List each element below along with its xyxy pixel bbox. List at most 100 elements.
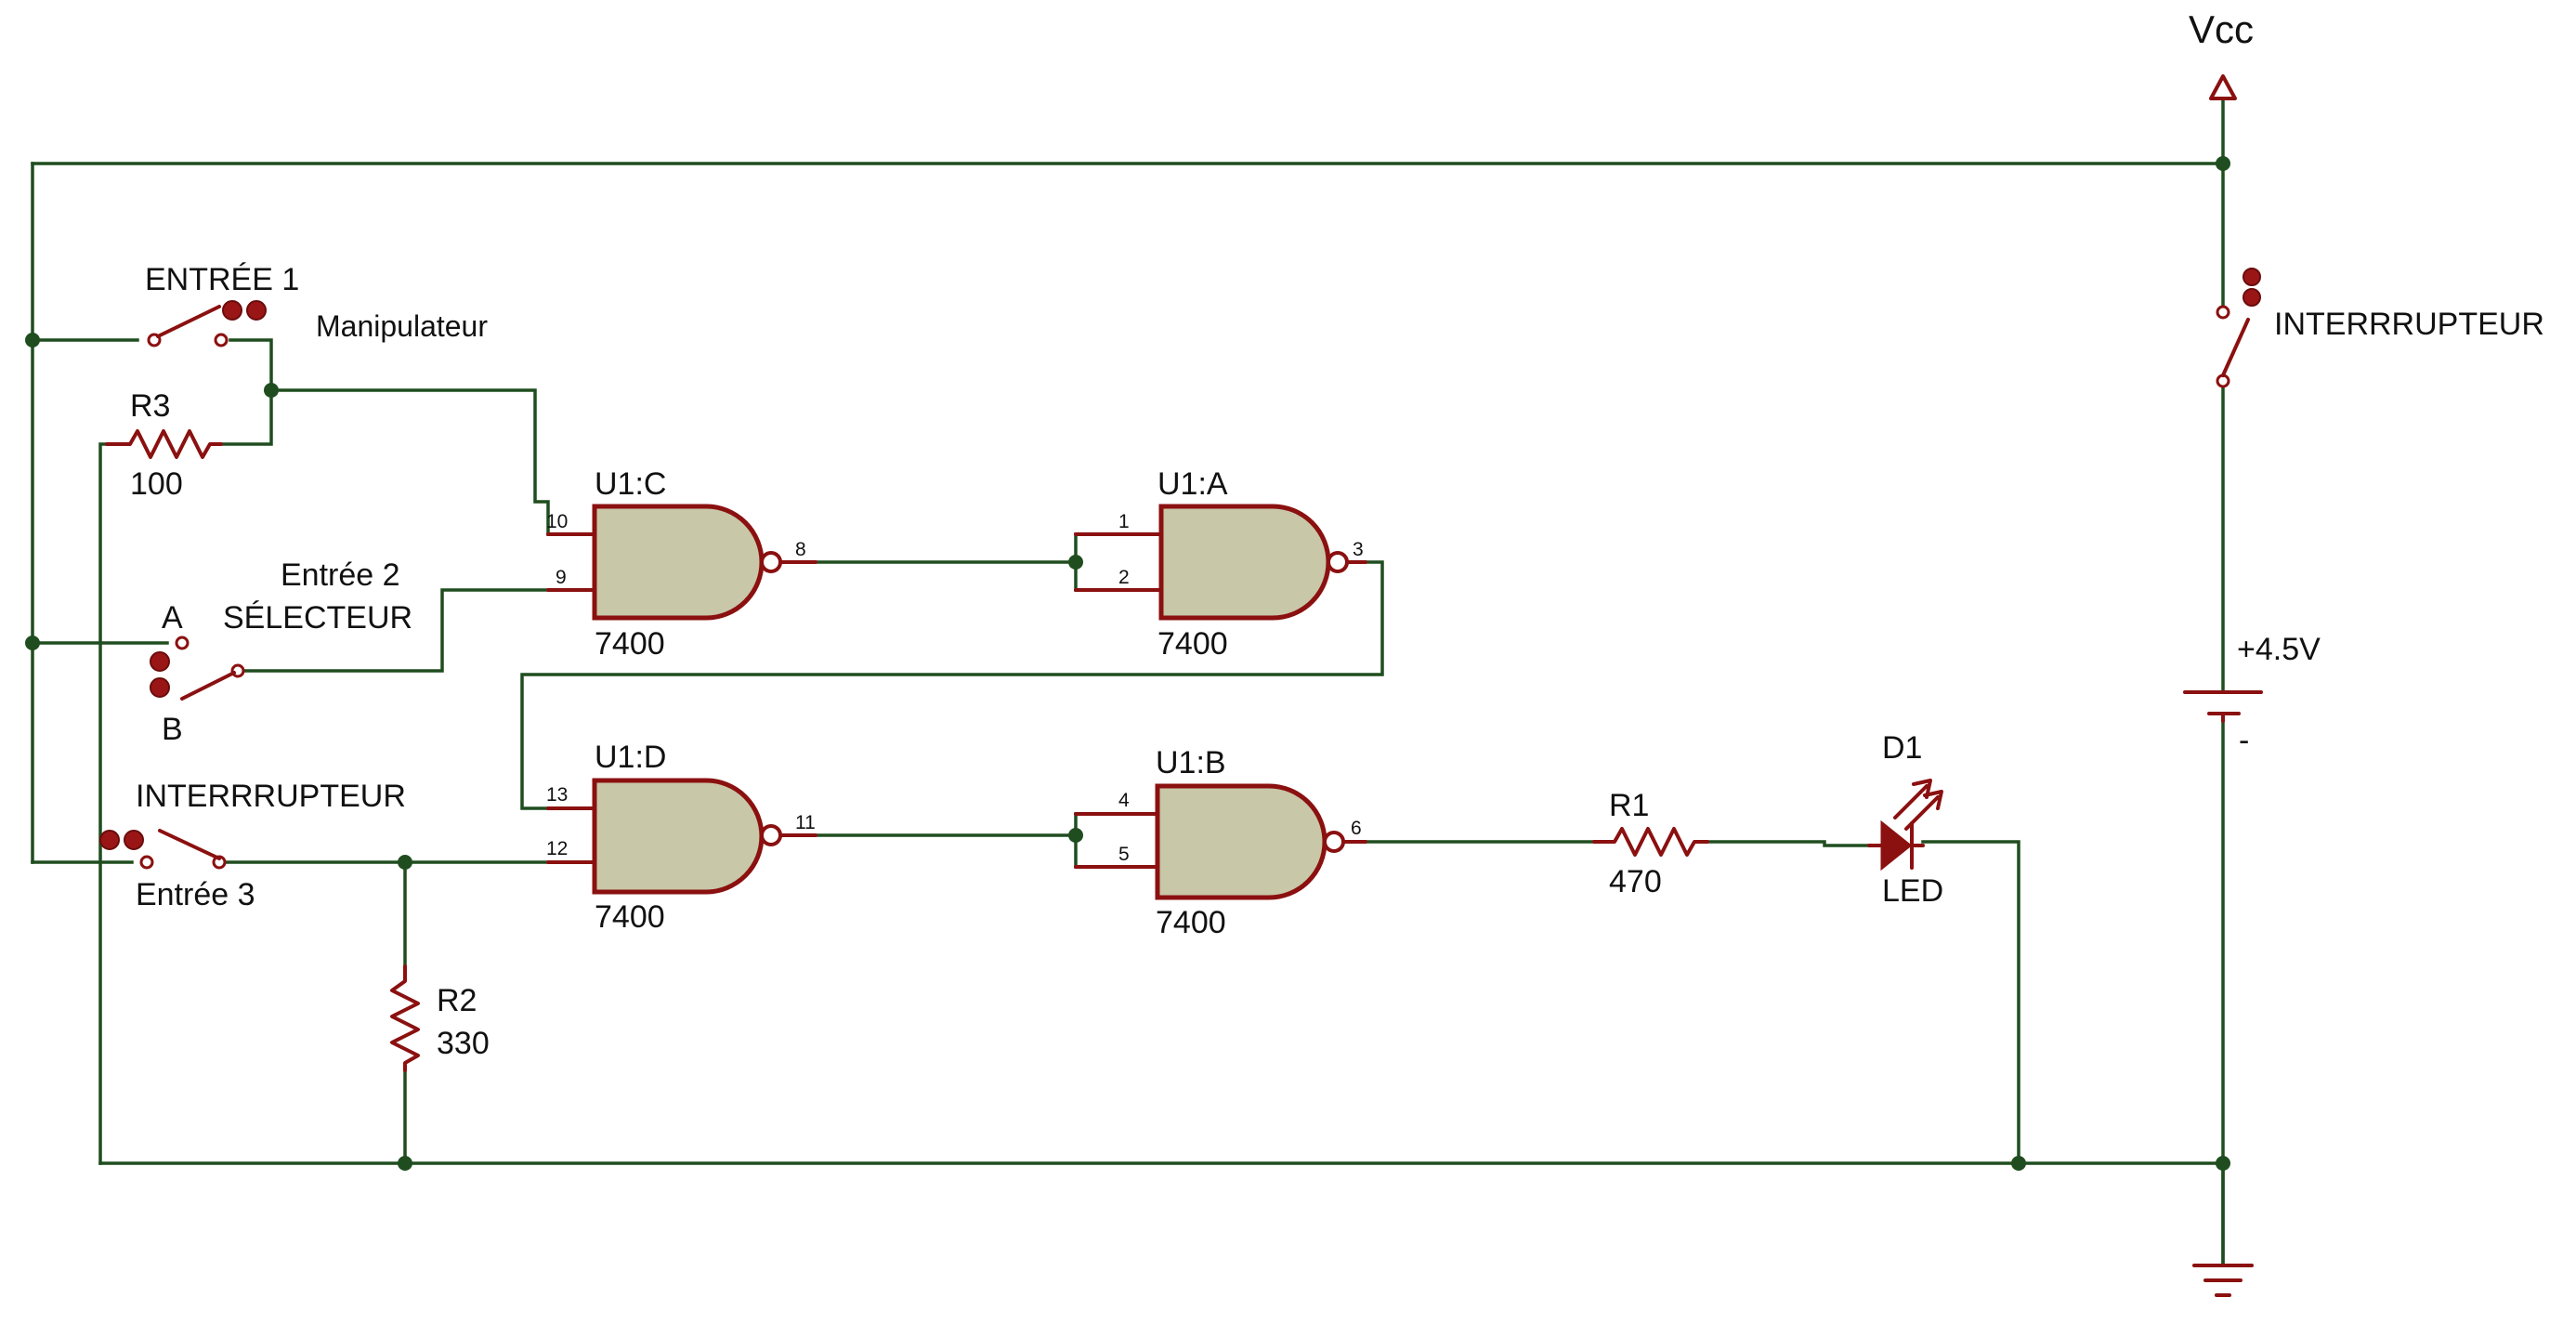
r2-name-label: R2 (437, 983, 477, 1018)
gate-pin-label: 10 (546, 511, 568, 532)
switch-contact (214, 333, 229, 347)
gate-pin-label: 13 (546, 784, 568, 806)
battery-minus-label: - (2239, 723, 2249, 758)
nand-gate-u1d: U1:D 7400 13 12 11 (546, 740, 817, 935)
junction-node (2216, 156, 2230, 171)
gate-pin-label: 6 (1351, 818, 1362, 839)
gate-pin-label: 12 (546, 838, 568, 859)
led-light-arrow-icon (1923, 790, 1943, 810)
switch-actuator-icon[interactable] (2243, 268, 2261, 286)
vcc-arrow-icon (2209, 74, 2237, 100)
gate-bubble (1327, 551, 1349, 573)
switch-contact (2216, 305, 2230, 320)
gate-name-label: U1:D (595, 740, 666, 775)
wire-to-gate-c-pin10 (269, 388, 550, 536)
interrupteur-left-switch[interactable]: INTERRRUPTEUR Entrée 3 (99, 779, 406, 912)
switch-lever (158, 829, 221, 860)
selector-switch[interactable]: A B Entrée 2 SÉLECTEUR (150, 557, 412, 747)
switch-actuator-icon[interactable] (2243, 288, 2261, 307)
junction-node (398, 855, 412, 870)
switch-lever (156, 305, 221, 338)
switch-actuator-icon[interactable] (124, 830, 144, 850)
entree1-switch[interactable]: ENTRÉE 1 Manipulateur (145, 262, 488, 347)
junction-node (264, 383, 279, 398)
nand-gate-u1b: U1:B 7400 4 5 6 (1074, 745, 1367, 940)
junction-node (2011, 1156, 2026, 1171)
manipulateur-label: Manipulateur (316, 309, 488, 343)
gate-bubble (760, 551, 782, 573)
wires (31, 98, 2225, 1267)
r1-resistor: R1 470 (1592, 788, 1709, 899)
gate-body (1158, 504, 1331, 621)
gate-body (1155, 783, 1327, 900)
led-value-label: LED (1882, 873, 1943, 909)
switch-lever (2221, 318, 2250, 377)
gate-pin-label: 11 (795, 812, 816, 833)
entree2-label: Entrée 2 (281, 557, 400, 593)
wire-entree1-out (229, 338, 273, 392)
wire-led-cathode (1921, 840, 2020, 1165)
gate-pin-label: 2 (1118, 567, 1130, 588)
r2-value-label: 330 (437, 1026, 490, 1061)
junction-node (398, 1156, 412, 1171)
gate-pin-label: 5 (1118, 844, 1130, 865)
r3-resistor: R3 100 (105, 388, 223, 502)
gate-body (592, 504, 765, 621)
led-d1: D1 LED (1867, 730, 1943, 909)
wire-selector-to-gate-c-pin9 (242, 588, 550, 673)
junction-node (2216, 1156, 2230, 1171)
entree1-label: ENTRÉE 1 (145, 262, 299, 297)
battery: +4.5V - (2183, 632, 2321, 758)
battery-voltage-label: +4.5V (2237, 632, 2321, 667)
resistor-zigzag (390, 964, 420, 1072)
r3-name-label: R3 (130, 388, 170, 424)
resistor-zigzag (1592, 827, 1709, 857)
interrupteur-right-label: INTERRRUPTEUR (2274, 307, 2544, 342)
wire-r1-to-led (1706, 840, 1871, 847)
switch-contact (139, 855, 154, 870)
junctions (25, 156, 2230, 1171)
vcc-symbol: Vcc (2189, 7, 2254, 100)
nand-gate-u1a: U1:A 7400 1 2 3 (1074, 466, 1367, 662)
interrupteur-right-switch[interactable]: INTERRRUPTEUR (2216, 268, 2544, 388)
wire-r3-left (98, 442, 109, 1165)
gate-pin-label: 1 (1118, 511, 1130, 532)
vcc-label: Vcc (2189, 7, 2254, 51)
r2-resistor: R2 330 (390, 964, 490, 1072)
entree3-label: Entrée 3 (136, 877, 255, 912)
gate-name-label: U1:B (1156, 745, 1226, 780)
junction-node (25, 636, 40, 650)
r1-name-label: R1 (1609, 788, 1649, 823)
junction-node (25, 333, 40, 347)
selector-a-label: A (162, 600, 183, 636)
wire-r3-right (219, 388, 273, 446)
gate-part-label: 7400 (1156, 905, 1226, 940)
gate-bubble (760, 824, 782, 846)
resistor-zigzag (105, 429, 223, 459)
selecteur-label: SÉLECTEUR (223, 600, 412, 636)
switch-actuator-icon[interactable] (222, 300, 242, 321)
interrupteur-left-label: INTERRRUPTEUR (136, 779, 406, 814)
led-light-arrow-icon (1904, 795, 1940, 831)
led-name-label: D1 (1882, 730, 1922, 766)
gate-part-label: 7400 (595, 626, 665, 662)
junction-node (1068, 828, 1083, 843)
r1-value-label: 470 (1609, 864, 1662, 899)
gate-pin-label: 3 (1353, 539, 1364, 560)
led-triangle-icon (1880, 819, 1913, 872)
gate-part-label: 7400 (1157, 626, 1228, 662)
gate-part-label: 7400 (595, 899, 665, 935)
r3-value-label: 100 (130, 466, 183, 502)
nand-gate-u1c: U1:C 7400 10 9 8 (546, 466, 817, 662)
led-light-arrow-icon (1893, 784, 1929, 819)
switch-actuator-icon[interactable] (150, 677, 170, 698)
switch-actuator-icon[interactable] (99, 830, 120, 850)
gate-pin-label: 9 (556, 567, 567, 588)
switch-lever (180, 671, 236, 701)
switch-actuator-icon[interactable] (150, 651, 170, 672)
gate-bubble (1323, 831, 1345, 853)
wire-gate-a-out (520, 560, 1384, 810)
switch-actuator-icon[interactable] (246, 300, 267, 321)
switch-contact (175, 636, 190, 650)
